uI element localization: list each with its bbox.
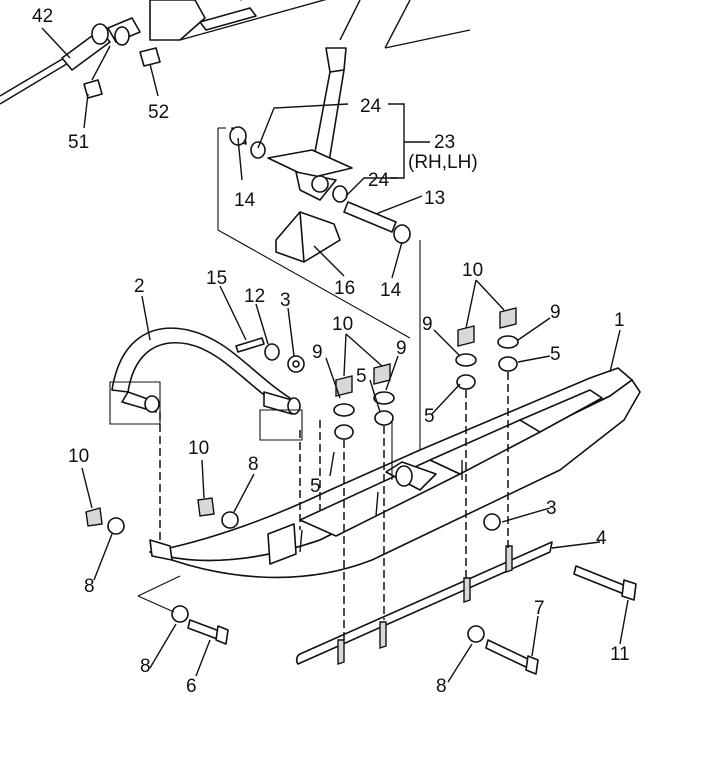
callout-23: 23 bbox=[434, 132, 455, 153]
ski-runner bbox=[295, 541, 553, 665]
callout-6: 6 bbox=[186, 676, 197, 697]
callout-4: 4 bbox=[596, 528, 607, 549]
callout-15: 15 bbox=[206, 268, 227, 289]
callout-9-d: 9 bbox=[550, 302, 561, 323]
fastener-stacks bbox=[333, 307, 519, 440]
callout-10-c: 10 bbox=[188, 438, 209, 459]
callout-leaders bbox=[41, 27, 629, 683]
alignment-lines bbox=[137, 372, 509, 640]
callout-14-left: 14 bbox=[234, 190, 256, 211]
callout-10-b: 10 bbox=[462, 260, 483, 281]
callout-3-lower: 3 bbox=[546, 498, 557, 519]
callout-5-b: 5 bbox=[310, 476, 321, 497]
callout-5-a: 5 bbox=[356, 366, 367, 387]
spindle-pin bbox=[343, 201, 411, 244]
ski-handle-bar bbox=[111, 327, 301, 415]
callout-24-upper: 24 bbox=[360, 96, 382, 117]
callout-42: 42 bbox=[32, 6, 53, 27]
callout-labels: 42 51 52 24 23 (RH,LH) 24 14 13 16 14 2 … bbox=[32, 6, 630, 697]
callout-10-a: 10 bbox=[332, 314, 353, 335]
callout-12: 12 bbox=[244, 286, 265, 307]
callout-8-d: 8 bbox=[436, 676, 447, 697]
ski-body bbox=[149, 367, 641, 579]
callout-52: 52 bbox=[148, 102, 169, 123]
upper-leader-lines bbox=[217, 103, 430, 480]
callout-7: 7 bbox=[534, 598, 545, 619]
callout-3-upper: 3 bbox=[280, 290, 291, 311]
ski-stopper bbox=[275, 211, 341, 263]
callout-2: 2 bbox=[134, 276, 145, 297]
callout-8-c: 8 bbox=[140, 656, 151, 677]
spindle-bushings bbox=[229, 126, 348, 203]
callout-11: 11 bbox=[610, 644, 630, 665]
left-hardware bbox=[85, 497, 637, 675]
callout-51: 51 bbox=[68, 132, 89, 153]
callout-24-lower: 24 bbox=[368, 170, 390, 191]
callout-9-b: 9 bbox=[396, 338, 407, 359]
callout-10-d: 10 bbox=[68, 446, 89, 467]
callout-14-right: 14 bbox=[380, 280, 402, 301]
callout-8-a: 8 bbox=[248, 454, 259, 475]
upper-fragment bbox=[0, 0, 471, 105]
callout-5-d: 5 bbox=[424, 406, 435, 427]
callout-13: 13 bbox=[424, 188, 445, 209]
callout-9-a: 9 bbox=[312, 342, 323, 363]
callout-23-subtext: (RH,LH) bbox=[408, 152, 478, 173]
callout-8-b: 8 bbox=[84, 576, 95, 597]
callout-16: 16 bbox=[334, 278, 355, 299]
callout-1: 1 bbox=[614, 310, 625, 331]
small-hardware bbox=[235, 337, 305, 373]
ski-spindle bbox=[267, 47, 353, 201]
callout-9-c: 9 bbox=[422, 314, 433, 335]
callout-5-c: 5 bbox=[550, 344, 561, 365]
